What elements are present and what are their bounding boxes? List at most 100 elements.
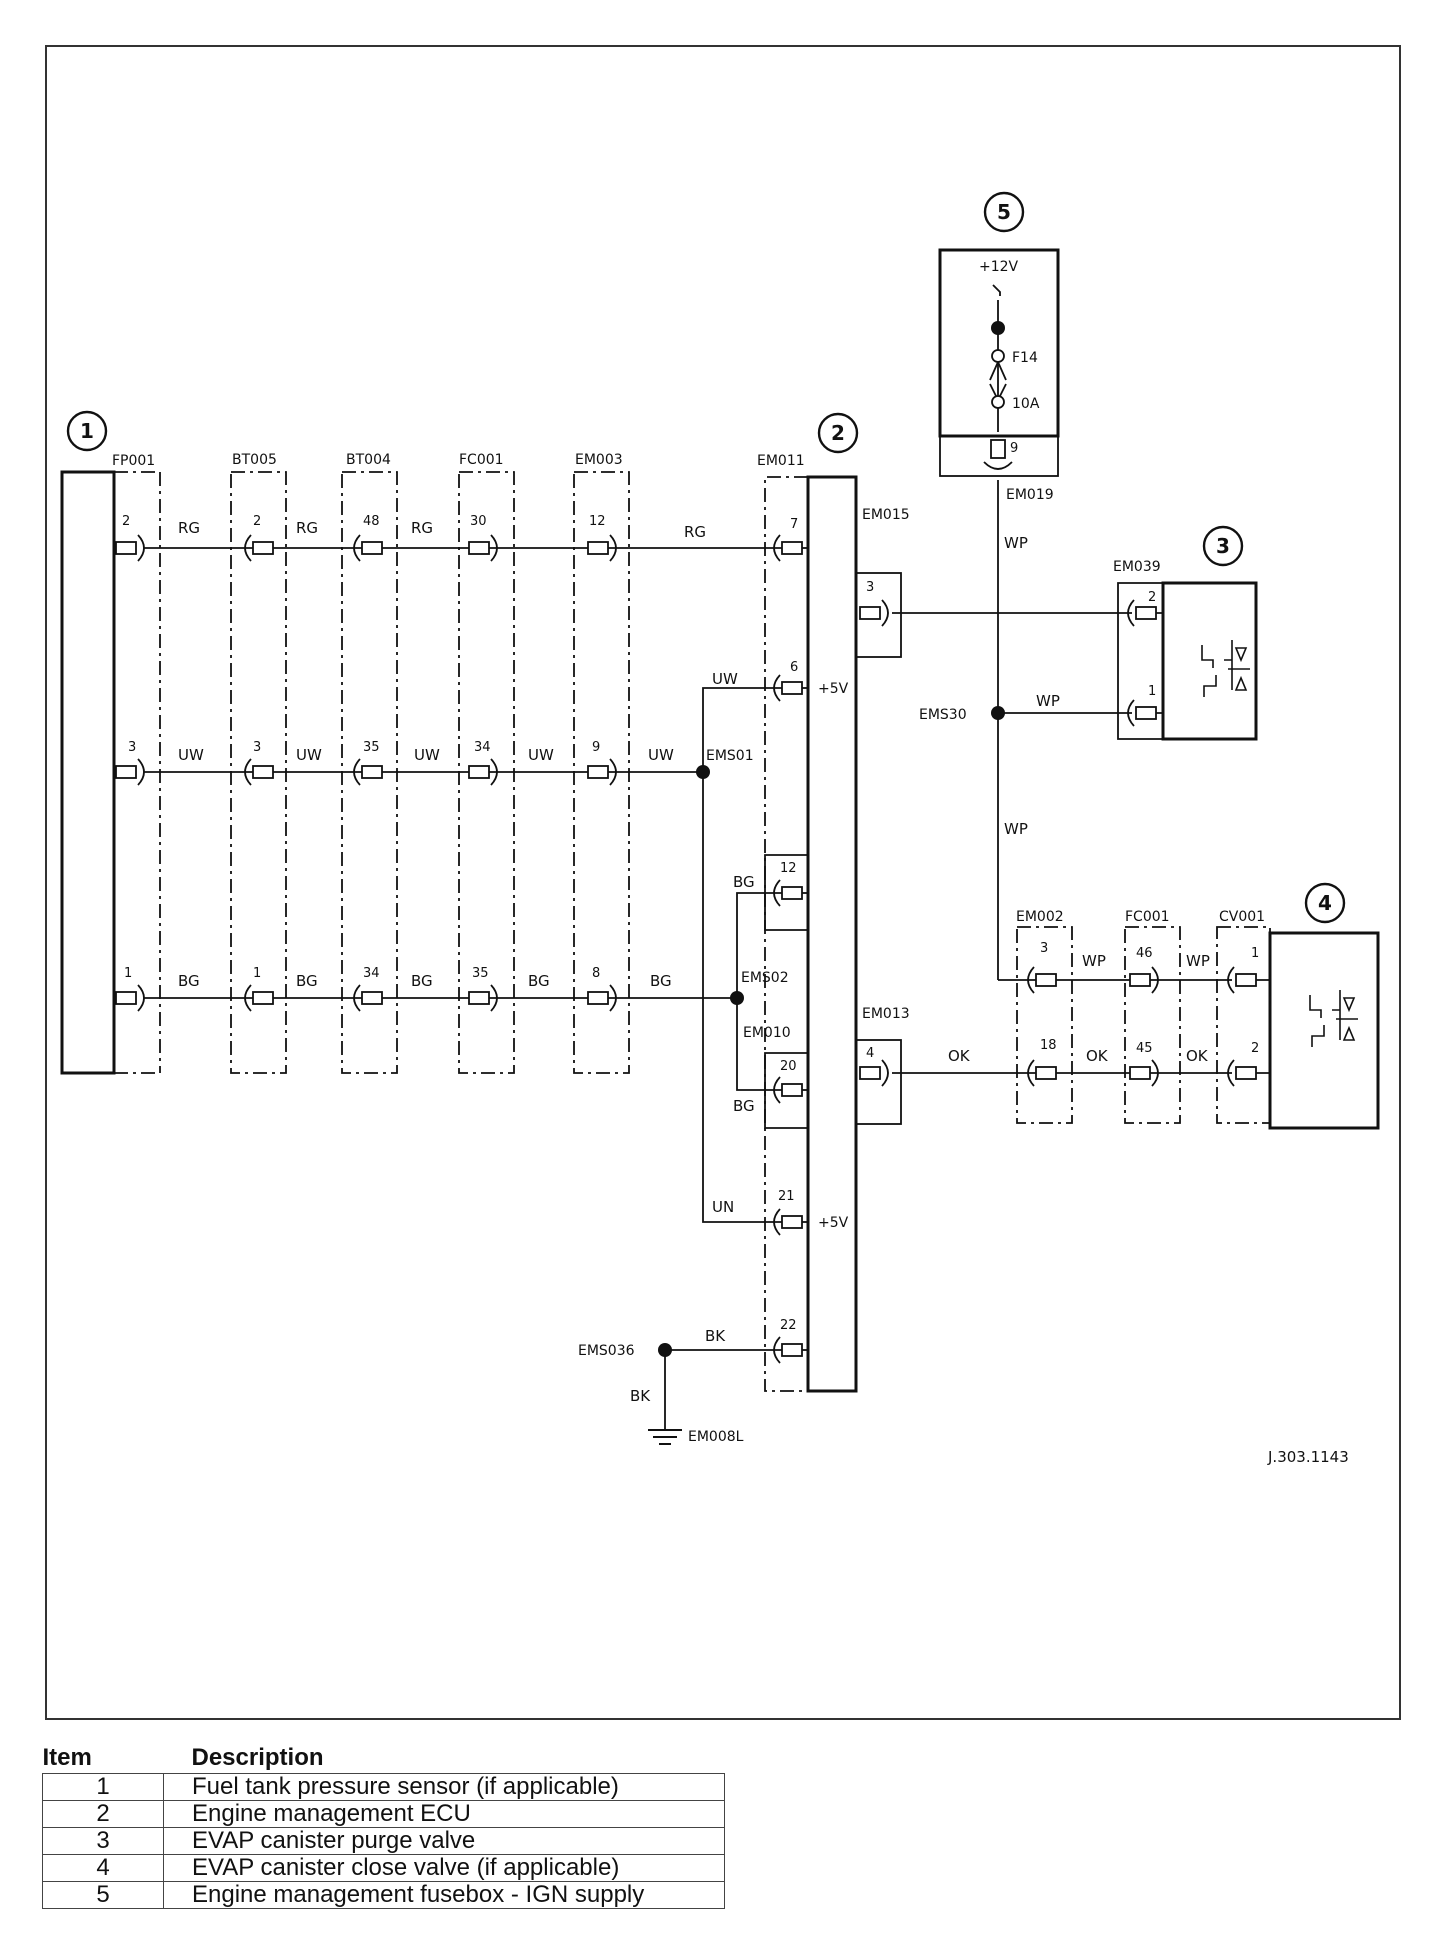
svg-text:BG: BG (528, 972, 550, 990)
svg-text:WP: WP (1036, 692, 1060, 710)
label-ems036: EMS036 (578, 1343, 635, 1359)
ground-symbol (648, 1429, 682, 1445)
svg-text:BG: BG (411, 972, 433, 990)
cv001-connector-box (1216, 926, 1271, 1124)
callout-4: 4 (1318, 891, 1332, 915)
svg-text:35: 35 (363, 740, 380, 755)
connector-labels: FP001 BT005 BT004 FC001 EM003 EM011 EM01… (112, 452, 1265, 1041)
callouts (66, 191, 1346, 924)
svg-text:BK: BK (705, 1327, 726, 1345)
label-fc001: FC001 (459, 452, 504, 468)
label-em015: EM015 (862, 507, 910, 523)
callout-2: 2 (831, 421, 845, 445)
legend-header-item: Item (42, 1744, 92, 1771)
svg-text:34: 34 (363, 966, 380, 981)
svg-text:1: 1 (1251, 946, 1259, 961)
svg-text:48: 48 (363, 514, 380, 529)
svg-text:3: 3 (1040, 941, 1048, 956)
fuse-f14 (989, 349, 1007, 409)
label-em019: EM019 (1006, 487, 1054, 503)
label-ems01: EMS01 (706, 748, 754, 764)
svg-text:2: 2 (1251, 1041, 1259, 1056)
svg-text:7: 7 (790, 517, 798, 532)
label-em039: EM039 (1113, 559, 1161, 575)
legend-row: 3 EVAP canister purge valve (42, 1827, 725, 1855)
svg-text:46: 46 (1136, 946, 1153, 961)
callout-numbers: 1 2 5 3 4 (80, 200, 1332, 915)
em011-connector-box (764, 476, 808, 1392)
svg-text:34: 34 (474, 740, 491, 755)
label-em010: EM010 (743, 1025, 791, 1041)
em019-connector-box (939, 435, 1059, 477)
label-fc001b: FC001 (1125, 909, 1170, 925)
legend-item-number: 3 (42, 1827, 164, 1855)
legend-item-description: Engine management fusebox - IGN supply (163, 1881, 725, 1909)
label-12v: +12V (979, 259, 1019, 275)
close-valve-symbol (1309, 990, 1358, 1047)
splice-ems30 (991, 706, 1005, 720)
legend-item-description: Fuel tank pressure sensor (if applicable… (163, 1773, 725, 1801)
svg-text:9: 9 (1010, 441, 1018, 456)
legend-item-description: EVAP canister purge valve (163, 1827, 725, 1855)
callout-3: 3 (1216, 534, 1230, 558)
legend-row: 2 Engine management ECU (42, 1800, 725, 1828)
diagram-frame (45, 45, 1401, 1720)
svg-text:UW: UW (414, 746, 440, 764)
svg-text:BG: BG (733, 873, 755, 891)
label-bt004: BT004 (346, 452, 391, 468)
splice-ems01 (696, 765, 710, 779)
label-ecu-5v-a: +5V (818, 681, 849, 697)
wire-bg-to-ecu20 (736, 998, 783, 1091)
purge-valve-symbol (1201, 640, 1250, 697)
fc001b-connector-box (1124, 926, 1181, 1124)
svg-text:UW: UW (528, 746, 554, 764)
label-em003: EM003 (575, 452, 623, 468)
svg-text:RG: RG (178, 519, 200, 537)
svg-text:4: 4 (866, 1046, 874, 1061)
svg-text:UW: UW (712, 670, 738, 688)
svg-text:UW: UW (296, 746, 322, 764)
svg-text:3: 3 (128, 740, 136, 755)
legend-item-description: EVAP canister close valve (if applicable… (163, 1854, 725, 1882)
svg-text:3: 3 (253, 740, 261, 755)
label-cv001: CV001 (1219, 909, 1265, 925)
svg-text:WP: WP (1004, 534, 1028, 552)
label-ecu-5v-b: +5V (818, 1215, 849, 1231)
svg-text:35: 35 (472, 966, 489, 981)
splice-ems036 (658, 1343, 672, 1357)
em013-connector-box (855, 1039, 902, 1125)
svg-text:BG: BG (733, 1097, 755, 1115)
svg-text:6: 6 (790, 660, 798, 675)
svg-text:OK: OK (948, 1047, 971, 1065)
em002-connector-box (1016, 926, 1073, 1124)
svg-text:RG: RG (411, 519, 433, 537)
legend-row: 4 EVAP canister close valve (if applicab… (42, 1854, 725, 1882)
splices (658, 321, 1005, 1357)
svg-text:OK: OK (1086, 1047, 1109, 1065)
fuse-labels: +12V F14 10A +5V +5V (818, 259, 1040, 1231)
svg-text:12: 12 (589, 514, 606, 529)
label-em013: EM013 (862, 1006, 910, 1022)
label-ems30: EMS30 (919, 707, 967, 723)
em015-connector-box (855, 572, 902, 658)
svg-text:9: 9 (592, 740, 600, 755)
svg-text:BG: BG (650, 972, 672, 990)
legend-row: 5 Engine management fusebox - IGN supply (42, 1881, 725, 1909)
legend-header-description: Description (191, 1744, 324, 1771)
engine-management-ecu (806, 475, 858, 1393)
svg-text:22: 22 (780, 1318, 797, 1333)
svg-text:21: 21 (778, 1189, 795, 1204)
svg-text:18: 18 (1040, 1038, 1057, 1053)
svg-text:30: 30 (470, 514, 487, 529)
svg-text:1: 1 (253, 966, 261, 981)
fuse-node (991, 321, 1005, 335)
svg-text:WP: WP (1004, 820, 1028, 838)
svg-text:RG: RG (296, 519, 318, 537)
svg-text:8: 8 (592, 966, 600, 981)
svg-text:20: 20 (780, 1059, 797, 1074)
svg-text:3: 3 (866, 580, 874, 595)
label-bt005: BT005 (232, 452, 277, 468)
svg-text:2: 2 (122, 514, 130, 529)
splice-labels: EMS01 EMS02 EMS30 EMS036 EM008L (578, 707, 967, 1445)
label-ground: EM008L (688, 1429, 744, 1445)
